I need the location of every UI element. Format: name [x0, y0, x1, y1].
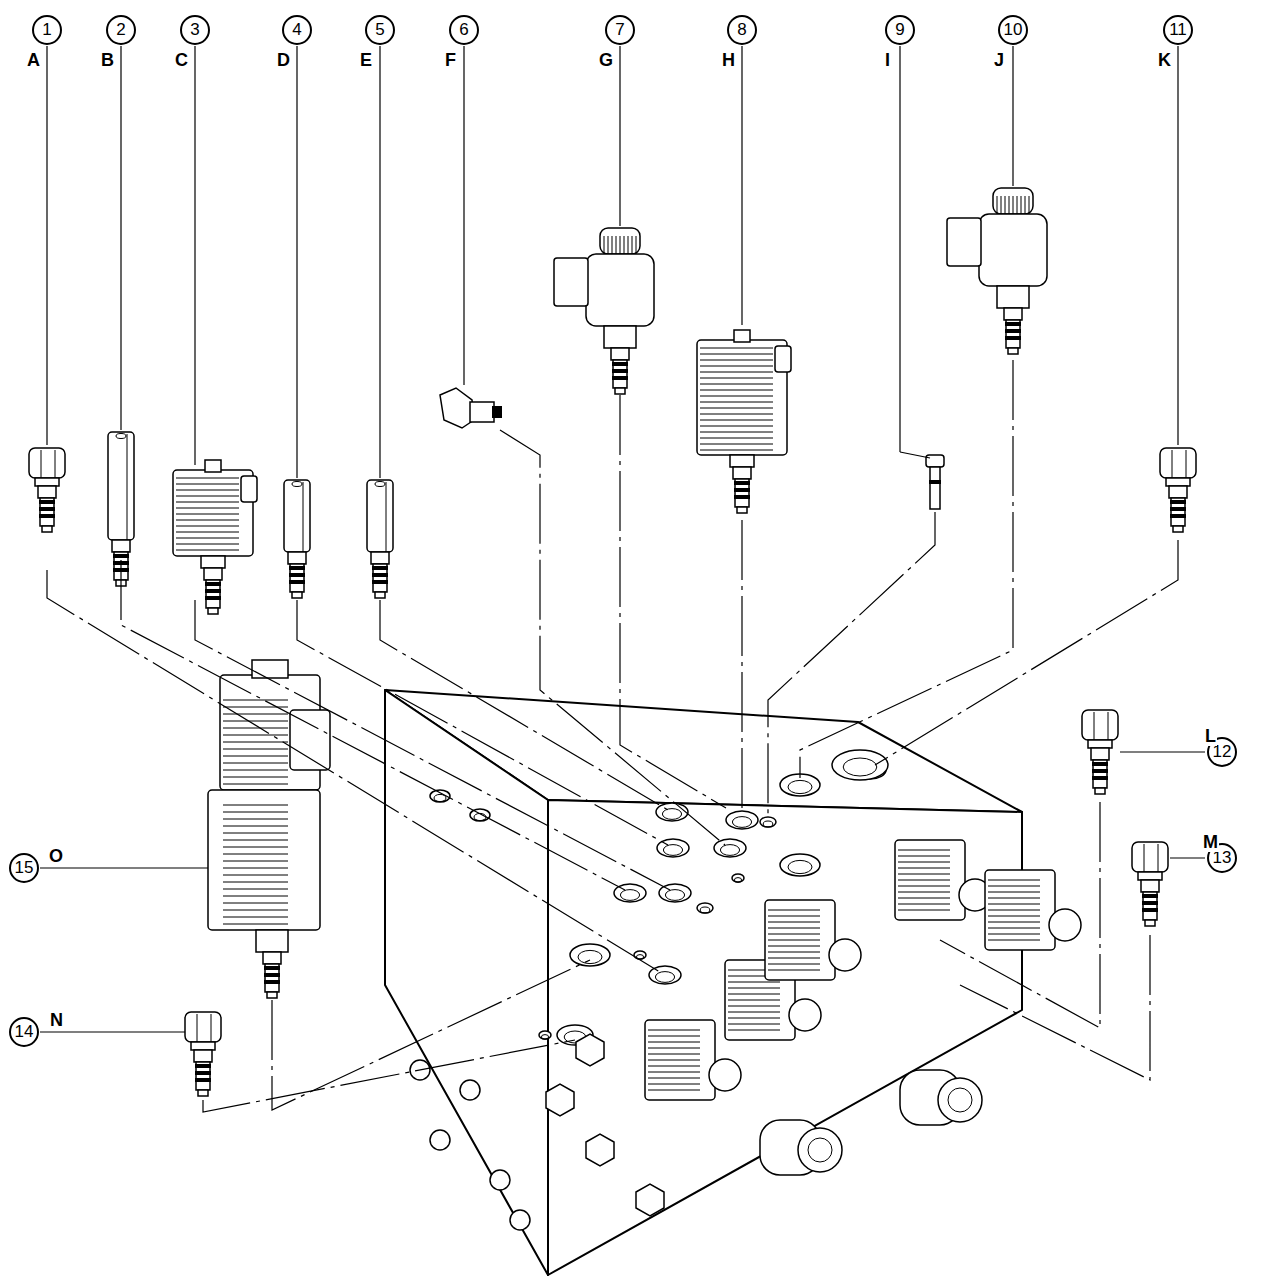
coil-fins	[223, 700, 288, 924]
plug-cartridge	[1132, 842, 1168, 880]
callout-number: 9	[885, 15, 915, 45]
callout-number: 1	[32, 15, 62, 45]
part-letter: C	[174, 50, 189, 70]
cartridge-stem	[371, 552, 389, 598]
manifold-left-face	[385, 690, 548, 1275]
proportional-solenoid	[947, 188, 1047, 308]
cartridge-stem	[1141, 880, 1159, 926]
coil-nut	[256, 930, 288, 952]
callout-number: 10	[998, 15, 1028, 45]
callout-number: 11	[1163, 15, 1193, 45]
check-valve	[440, 388, 502, 428]
part-letter: F	[444, 50, 457, 70]
callout-number: 3	[180, 15, 210, 45]
callout-number: 5	[365, 15, 395, 45]
part-letter: I	[884, 50, 891, 70]
part-letter: M	[1202, 832, 1219, 852]
cartridge-stem	[733, 467, 751, 513]
cartridge-stem	[1091, 748, 1109, 794]
cartridge-stem	[263, 952, 281, 998]
callout-number: 15	[9, 853, 39, 883]
plug-cartridge	[185, 1012, 221, 1050]
part-letter: E	[359, 50, 373, 70]
part-letter: A	[26, 50, 41, 70]
part-letter: B	[100, 50, 115, 70]
plug-cartridge	[1082, 710, 1118, 748]
part-letter: O	[48, 846, 64, 866]
plug-cartridge	[1160, 448, 1196, 486]
plug-cartridge	[29, 448, 65, 486]
cartridge-stem	[288, 552, 306, 598]
manifold-right-face	[548, 800, 1022, 1275]
part-letter: G	[598, 50, 614, 70]
cartridge-stem	[1004, 308, 1022, 354]
callout-number: 14	[9, 1017, 39, 1047]
solenoid-coil	[173, 460, 257, 568]
part-letter: J	[993, 50, 1005, 70]
valve-cartridge	[367, 480, 393, 552]
solenoid-coil	[697, 330, 791, 467]
callout-number: 7	[605, 15, 635, 45]
part-letter: D	[276, 50, 291, 70]
cartridge-stem	[204, 568, 222, 614]
callout-number: 4	[282, 15, 312, 45]
mounted-valves	[410, 840, 1081, 1230]
part-letter: K	[1157, 50, 1172, 70]
part-letter: L	[1204, 726, 1217, 746]
proportional-solenoid	[554, 228, 654, 348]
solenoid-coil	[208, 660, 330, 930]
callout-number: 8	[727, 15, 757, 45]
cartridge-stem	[1169, 486, 1187, 532]
orifice-insert	[926, 455, 944, 509]
part-letter: N	[49, 1010, 64, 1030]
cartridge-stem	[38, 486, 56, 532]
callout-number: 2	[106, 15, 136, 45]
valve-cartridge	[284, 480, 310, 552]
cartridge-stem	[194, 1050, 212, 1096]
cartridge-stem	[611, 348, 629, 394]
leader-lines	[40, 46, 1205, 1112]
callout-number: 6	[449, 15, 479, 45]
valve-cartridge	[108, 432, 134, 540]
port-holes	[430, 750, 888, 1045]
part-letter: H	[721, 50, 736, 70]
